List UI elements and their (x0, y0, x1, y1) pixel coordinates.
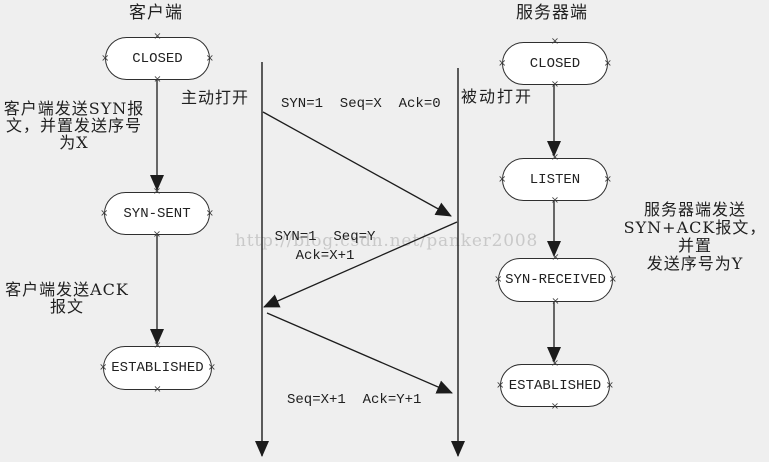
handle-icon: × (498, 57, 507, 69)
client-state-closed-label: CLOSED (132, 50, 183, 67)
handle-icon: × (608, 274, 617, 285)
client-state-syn-sent-label: SYN-SENT (123, 205, 191, 222)
synack-message-arrow (263, 221, 458, 308)
handle-icon: × (550, 401, 560, 412)
handle-icon: × (101, 52, 110, 64)
client-syn-note: 客户端发送SYN报 文，并置发送序号 为X (3, 99, 145, 152)
client-ack-note: 客户端发送ACK 报文 (5, 280, 129, 316)
handle-icon: × (205, 207, 214, 219)
handle-icon: × (152, 186, 162, 197)
handle-icon: × (551, 296, 560, 307)
server-state-syn-received-label: SYN-RECEIVED (505, 272, 606, 288)
client-state-established-label: ESTABLISHED (111, 360, 204, 376)
handle-icon: × (550, 36, 560, 47)
handle-icon: × (551, 252, 560, 263)
server-state-listen-label: LISTEN (529, 171, 581, 188)
client-column-title: 客户端 (129, 3, 183, 23)
server-state-closed-label: CLOSED (529, 55, 581, 72)
handle-icon: × (153, 340, 162, 351)
handle-icon: × (205, 52, 214, 64)
handle-icon: × (603, 173, 612, 185)
syn-message-label: SYN=1 Seq=X Ack=0 (281, 96, 441, 112)
handle-icon: × (603, 57, 612, 69)
passive-open-label: 被动打开 (461, 87, 534, 106)
handle-icon: × (152, 229, 162, 240)
ack-message-arrow (266, 312, 453, 394)
active-open-label: 主动打开 (181, 88, 250, 107)
server-state-closed: CLOSED × × × × (498, 37, 612, 90)
handle-icon: × (498, 173, 507, 185)
client-state-syn-sent: SYN-SENT × × × × (100, 187, 214, 240)
handle-icon: × (550, 195, 560, 206)
handle-icon: × (153, 384, 162, 395)
client-state-established: ESTABLISHED × × × × (99, 341, 216, 395)
handle-icon: × (153, 74, 162, 85)
server-state-listen: LISTEN × × × × (498, 153, 612, 206)
handle-icon: × (153, 31, 162, 42)
handle-icon: × (494, 274, 503, 285)
handle-icon: × (550, 358, 560, 369)
server-column-title: 服务器端 (516, 3, 588, 23)
handle-icon: × (550, 152, 560, 163)
server-state-syn-received: SYN-RECEIVED × × × × (494, 253, 617, 307)
syn-message-arrow (262, 111, 452, 217)
watermark-text: http://blog.csdn.net/panker2008 (235, 231, 539, 251)
handle-icon: × (99, 362, 108, 373)
handle-icon: × (100, 207, 109, 219)
handle-icon: × (207, 362, 216, 373)
server-synack-note: 服务器端发送 SYN+ACK报文，并置 发送序号为Y (623, 200, 767, 273)
server-state-established-label: ESTABLISHED (508, 377, 602, 394)
handle-icon: × (605, 379, 614, 391)
ack-message-label: Seq=X+1 Ack=Y+1 (287, 392, 422, 408)
handle-icon: × (550, 79, 560, 90)
synack-message-label: SYN=1 Seq=Y Ack=X+1 (274, 229, 376, 264)
handle-icon: × (496, 379, 505, 391)
server-state-established: ESTABLISHED × × × × (496, 359, 614, 412)
client-state-closed: CLOSED × × × × (101, 32, 214, 85)
